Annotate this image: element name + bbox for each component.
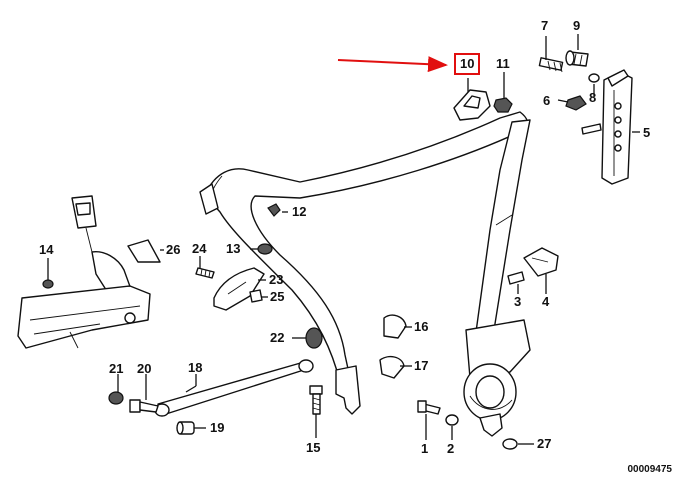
callout-24: 24 xyxy=(192,241,207,256)
washer-2 xyxy=(445,414,459,426)
callout-4: 4 xyxy=(542,294,550,309)
nut-21 xyxy=(108,391,124,405)
bushing-22 xyxy=(305,327,323,349)
belt-webbing xyxy=(199,111,529,415)
cover-17 xyxy=(379,355,405,379)
rail-18 xyxy=(154,359,314,417)
callout-22: 22 xyxy=(270,330,285,345)
bolt-20 xyxy=(129,399,159,413)
highlight-arrow xyxy=(337,56,448,73)
nut-11 xyxy=(493,97,513,113)
callout-2: 2 xyxy=(447,441,455,456)
document-number: 00009475 xyxy=(627,464,673,475)
clip-12 xyxy=(267,203,281,217)
callout-1: 1 xyxy=(421,441,429,456)
callout-13: 13 xyxy=(226,241,241,256)
callout-7: 7 xyxy=(541,18,549,33)
callout-12: 12 xyxy=(292,204,307,219)
clip-25 xyxy=(249,289,263,303)
callout-11: 11 xyxy=(496,56,510,71)
bolt-1 xyxy=(417,400,441,415)
bolt-15 xyxy=(309,385,323,415)
callout-26: 26 xyxy=(166,242,181,257)
retractor-belt xyxy=(475,119,531,333)
washer-8 xyxy=(588,73,600,83)
sleeve-19 xyxy=(176,421,195,435)
callout-6: 6 xyxy=(543,93,551,108)
callout-9: 9 xyxy=(573,18,581,33)
callout-15: 15 xyxy=(306,440,321,455)
cover-23 xyxy=(213,267,265,311)
callout-10-highlighted: 10 xyxy=(454,53,481,75)
callout-20: 20 xyxy=(137,361,152,376)
callout-18: 18 xyxy=(188,360,203,375)
belt-guide-10 xyxy=(453,89,491,121)
callout-27: 27 xyxy=(537,436,552,451)
height-adjuster-rail xyxy=(601,69,633,185)
callout-17: 17 xyxy=(414,358,429,373)
retractor xyxy=(463,319,531,437)
callout-16: 16 xyxy=(414,319,429,334)
callout-5: 5 xyxy=(643,125,651,140)
callout-8: 8 xyxy=(589,90,597,105)
callout-3: 3 xyxy=(514,294,522,309)
cover-16 xyxy=(383,314,407,339)
callout-19: 19 xyxy=(210,420,225,435)
callout-21: 21 xyxy=(109,361,124,376)
washer-27 xyxy=(502,438,518,450)
buckle-assembly xyxy=(17,195,161,349)
bolt-3 xyxy=(507,271,525,285)
nut-13 xyxy=(257,243,273,255)
callout-14: 14 xyxy=(39,242,54,257)
screw-9 xyxy=(565,50,589,67)
callout-23: 23 xyxy=(269,272,284,287)
leader-lines xyxy=(47,34,640,445)
bolt-7 xyxy=(538,57,564,73)
callout-25: 25 xyxy=(270,289,285,304)
washer-14 xyxy=(42,279,54,289)
nut-6 xyxy=(565,95,587,111)
bolt-24 xyxy=(195,267,215,279)
guide-4 xyxy=(523,247,559,277)
